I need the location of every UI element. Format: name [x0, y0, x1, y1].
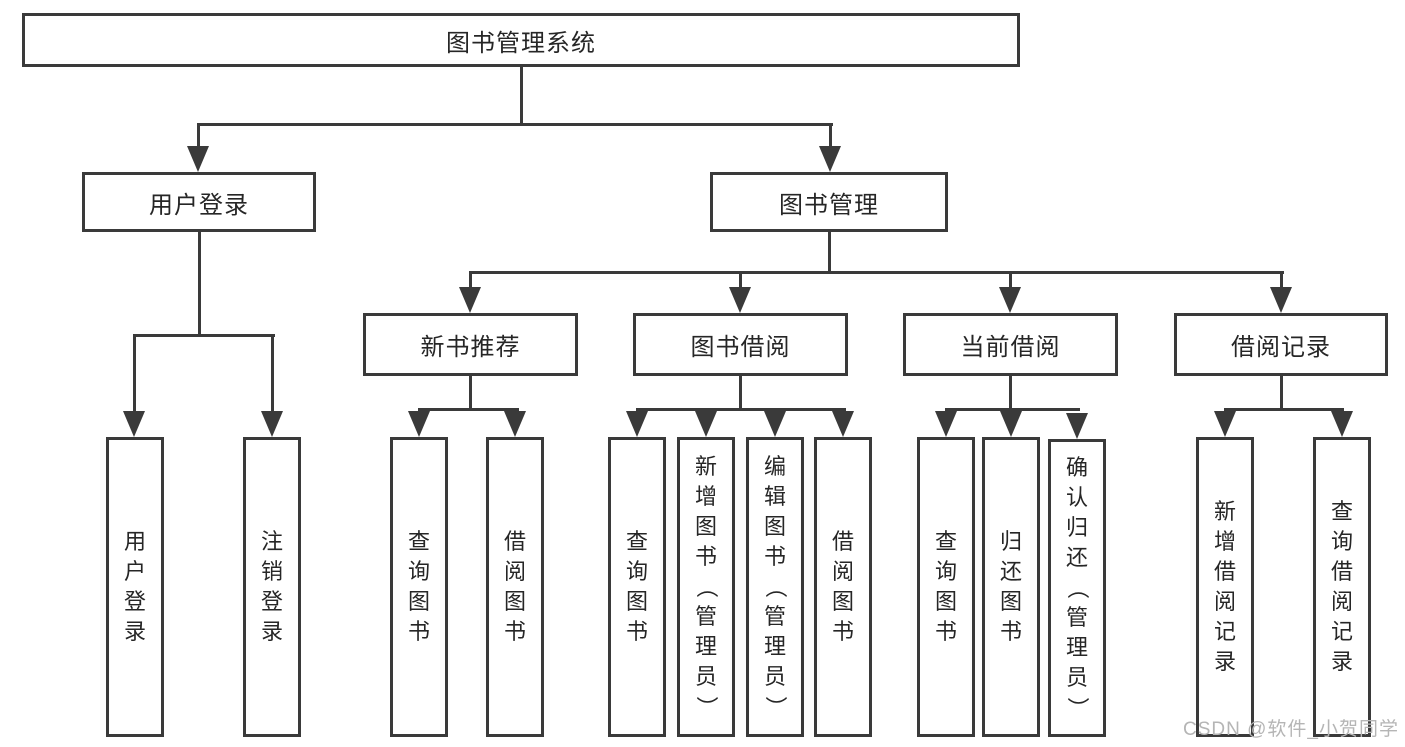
connector-br-branch — [1223, 407, 1344, 411]
connector-level2-branch — [196, 122, 833, 126]
arrowhead-user-login — [187, 146, 209, 172]
leaf-nbr-query-books: 查询图书 — [390, 437, 448, 737]
connector-user-login-shaft — [196, 124, 200, 150]
leaf-cb-return-books-label: 归还图书 — [999, 529, 1022, 644]
leaf-cb-query-books-label: 查询图书 — [934, 529, 957, 644]
node-new-book-recommend-label: 新书推荐 — [420, 334, 521, 361]
leaf-bb-query-books-label: 查询图书 — [625, 529, 648, 644]
connector-bb-stub — [738, 376, 742, 410]
leaf-nbr-borrow-books: 借阅图书 — [486, 437, 544, 737]
leaf-logout: 注销登录 — [243, 437, 301, 737]
leaf-bb-edit-books-admin-label: 编辑图书（管理员） — [762, 454, 788, 719]
connector-borrow-records-shaft — [1279, 272, 1283, 289]
leaf-bb-edit-books-admin: 编辑图书（管理员） — [746, 437, 804, 737]
node-current-borrow-label: 当前借阅 — [960, 334, 1061, 361]
connector-leaf-logout-shaft — [270, 335, 274, 413]
connector-root-stub — [519, 66, 523, 124]
node-book-management: 图书管理 — [710, 172, 948, 232]
arrowhead-bb-borrow-books — [832, 411, 854, 437]
node-borrow-records-label: 借阅记录 — [1231, 334, 1331, 361]
leaf-bb-add-books-admin: 新增图书（管理员） — [677, 437, 735, 737]
leaf-cb-return-books: 归还图书 — [982, 437, 1040, 737]
node-book-borrow-label: 图书借阅 — [690, 334, 791, 361]
node-borrow-records: 借阅记录 — [1174, 313, 1388, 376]
connector-nbr-stub — [468, 376, 472, 410]
node-root-label: 图书管理系统 — [446, 29, 596, 57]
node-book-management-label: 图书管理 — [779, 191, 879, 219]
leaf-br-query-record-label: 查询借阅记录 — [1330, 499, 1353, 674]
arrowhead-br-add-record — [1214, 411, 1236, 437]
node-book-borrow: 图书借阅 — [633, 313, 848, 376]
connector-nbr-branch — [417, 407, 519, 411]
arrowhead-bb-query-books — [626, 411, 648, 437]
leaf-bb-borrow-books: 借阅图书 — [814, 437, 872, 737]
connector-bb-branch — [635, 407, 846, 411]
connector-level3-branch — [468, 270, 1284, 274]
arrowhead-nbr-query-books — [408, 411, 430, 437]
leaf-user-login: 用户登录 — [106, 437, 164, 737]
connector-current-borrow-shaft — [1008, 272, 1012, 289]
leaf-user-login-label: 用户登录 — [123, 529, 146, 644]
arrowhead-book-borrow — [729, 287, 751, 313]
arrowhead-bb-edit-books — [764, 411, 786, 437]
node-user-login: 用户登录 — [82, 172, 316, 232]
arrowhead-current-borrow — [999, 287, 1021, 313]
leaf-cb-query-books: 查询图书 — [917, 437, 975, 737]
arrowhead-cb-return-books — [1000, 411, 1022, 437]
connector-book-borrow-shaft — [738, 272, 742, 289]
leaf-logout-label: 注销登录 — [260, 529, 283, 644]
leaf-bb-borrow-books-label: 借阅图书 — [831, 529, 854, 644]
arrowhead-book-management — [819, 146, 841, 172]
arrowhead-br-query-record — [1331, 411, 1353, 437]
node-current-borrow: 当前借阅 — [903, 313, 1118, 376]
leaf-br-add-record-label: 新增借阅记录 — [1213, 499, 1236, 674]
leaf-cb-confirm-return-admin-label: 确认归还（管理员） — [1064, 455, 1090, 720]
leaf-bb-add-books-admin-label: 新增图书（管理员） — [693, 454, 719, 719]
connector-new-book-recommend-shaft — [468, 272, 472, 289]
leaf-nbr-borrow-books-label: 借阅图书 — [503, 529, 526, 644]
arrowhead-cb-confirm-return — [1066, 413, 1088, 439]
connector-br-stub — [1279, 376, 1283, 410]
arrowhead-nbr-borrow-books — [504, 411, 526, 437]
leaf-cb-confirm-return-admin: 确认归还（管理员） — [1048, 439, 1106, 737]
node-root: 图书管理系统 — [22, 13, 1020, 67]
arrowhead-bb-add-books — [695, 411, 717, 437]
csdn-watermark: CSDN @软件_小贺同学 — [1183, 719, 1399, 740]
connector-book-management-stub — [827, 232, 831, 272]
leaf-bb-query-books: 查询图书 — [608, 437, 666, 737]
leaf-br-add-record: 新增借阅记录 — [1196, 437, 1254, 737]
arrowhead-new-book-recommend — [459, 287, 481, 313]
connector-login-group-branch — [132, 333, 275, 337]
connector-leaf-user-login-shaft — [132, 335, 136, 413]
arrowhead-leaf-logout — [261, 411, 283, 437]
connector-book-management-shaft — [828, 124, 832, 150]
connector-cb-stub — [1008, 376, 1012, 410]
node-user-login-label: 用户登录 — [149, 191, 249, 219]
connector-cb-branch — [944, 407, 1080, 411]
connector-user-login-stub — [197, 232, 201, 336]
arrowhead-borrow-records — [1270, 287, 1292, 313]
node-new-book-recommend: 新书推荐 — [363, 313, 578, 376]
leaf-br-query-record: 查询借阅记录 — [1313, 437, 1371, 737]
arrowhead-leaf-user-login — [123, 411, 145, 437]
arrowhead-cb-query-books — [935, 411, 957, 437]
leaf-nbr-query-books-label: 查询图书 — [407, 529, 430, 644]
